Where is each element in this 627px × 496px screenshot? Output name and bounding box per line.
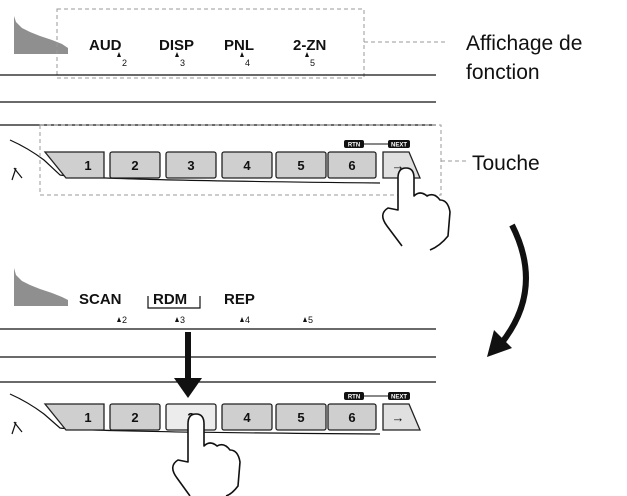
svg-text:AUD: AUD <box>89 37 122 54</box>
svg-text:5: 5 <box>308 315 313 325</box>
bottom-next-button[interactable]: → <box>382 403 421 431</box>
callout-function-display-line1: Affichage de <box>466 32 582 55</box>
bottom-display-graphic <box>14 268 68 306</box>
top-func-2zn: 2-ZN 5 <box>293 37 326 68</box>
svg-text:2-ZN: 2-ZN <box>293 37 326 54</box>
svg-text:2: 2 <box>122 315 127 325</box>
bottom-func-slot5: 5 <box>303 315 313 325</box>
top-keys-frame <box>39 124 442 196</box>
top-panel: AUD 2 DISP 3 PNL 4 2-ZN 5 1 <box>0 8 451 251</box>
svg-text:4: 4 <box>243 410 251 425</box>
bottom-pointing-hand <box>171 413 241 496</box>
svg-text:3: 3 <box>187 158 194 173</box>
svg-text:1: 1 <box>84 410 91 425</box>
svg-text:4: 4 <box>245 315 250 325</box>
top-button-5[interactable]: 5 <box>275 151 327 179</box>
bottom-panel: SCAN 2 RDM 3 REP 4 5 <box>0 268 436 496</box>
top-func-pnl: PNL 4 <box>224 37 254 68</box>
svg-text:DISP: DISP <box>159 37 194 54</box>
top-button-3[interactable]: 3 <box>165 151 217 179</box>
top-button-6[interactable]: 6 <box>327 151 377 179</box>
svg-text:SCAN: SCAN <box>79 291 122 308</box>
svg-text:NEXT: NEXT <box>391 394 407 400</box>
bottom-button-5[interactable]: 5 <box>275 403 327 431</box>
svg-text:5: 5 <box>297 410 304 425</box>
bottom-button-6[interactable]: 6 <box>327 403 377 431</box>
arrow-right-icon: → <box>392 410 405 425</box>
svg-text:RTN: RTN <box>348 142 360 148</box>
bottom-func-scan: SCAN 2 <box>79 291 127 325</box>
transition-arrow-head <box>487 330 512 357</box>
press-arrow-head <box>174 378 202 398</box>
svg-text:3: 3 <box>180 58 185 68</box>
transition-arrow <box>497 223 529 347</box>
svg-text:2: 2 <box>122 58 127 68</box>
bottom-button-4[interactable]: 4 <box>221 403 273 431</box>
svg-text:RTN: RTN <box>348 394 360 400</box>
top-rtn-next-label: RTN NEXT <box>344 140 410 148</box>
bottom-rtn-next-label: RTN NEXT <box>344 392 410 400</box>
top-pointing-hand <box>381 167 451 251</box>
top-display-graphic <box>14 16 68 54</box>
svg-text:4: 4 <box>243 158 251 173</box>
top-button-2[interactable]: 2 <box>109 151 161 179</box>
top-function-display-frame <box>56 8 365 79</box>
top-func-disp: DISP 3 <box>159 37 194 68</box>
callout-key: Touche <box>472 152 540 175</box>
svg-text:6: 6 <box>348 410 355 425</box>
callout-function-display-line2: fonction <box>466 61 540 84</box>
svg-text:RDM: RDM <box>153 291 187 308</box>
svg-text:REP: REP <box>224 291 255 308</box>
svg-text:2: 2 <box>131 410 138 425</box>
svg-text:2: 2 <box>131 158 138 173</box>
svg-text:1: 1 <box>84 158 91 173</box>
svg-text:6: 6 <box>348 158 355 173</box>
svg-text:4: 4 <box>245 58 250 68</box>
svg-text:5: 5 <box>310 58 315 68</box>
top-button-1[interactable]: 1 <box>43 151 105 179</box>
bottom-button-2[interactable]: 2 <box>109 403 161 431</box>
svg-text:NEXT: NEXT <box>391 142 407 148</box>
top-button-4[interactable]: 4 <box>221 151 273 179</box>
bottom-button-1[interactable]: 1 <box>43 403 105 431</box>
svg-text:3: 3 <box>180 315 185 325</box>
top-func-aud: AUD 2 <box>89 37 127 68</box>
svg-text:PNL: PNL <box>224 37 254 54</box>
bottom-func-rdm: RDM 3 <box>147 291 201 325</box>
bottom-func-rep: REP 4 <box>224 291 255 325</box>
svg-text:5: 5 <box>297 158 304 173</box>
